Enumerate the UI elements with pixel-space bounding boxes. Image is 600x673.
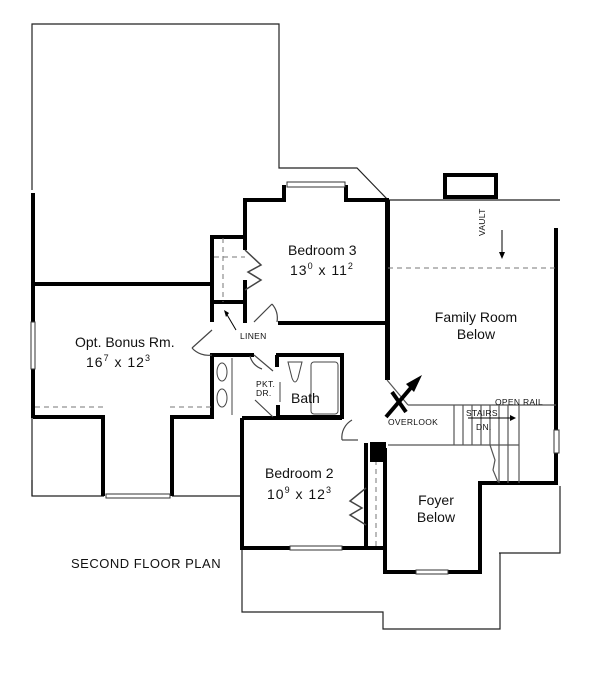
linen-label: LINEN [240, 331, 267, 341]
bedroom-3-dimensions: 130 x 112 [290, 261, 354, 278]
exterior-walls [31, 185, 558, 574]
dim-a-sup: 7 [103, 353, 110, 363]
dim-x: x [114, 354, 123, 370]
open-rail-label: OPEN RAIL [495, 397, 544, 407]
bedroom-3-label: Bedroom 3 [288, 242, 357, 258]
dim-a: 10 [267, 486, 285, 502]
dim-b: 11 [331, 262, 348, 278]
roof-outline [31, 23, 561, 630]
vault-label: VAULT [477, 208, 487, 236]
foyer-label: Foyer Below [411, 493, 461, 524]
bonus-room-label: Opt. Bonus Rm. [75, 334, 175, 350]
dim-x: x [318, 262, 327, 278]
overlook-label: OVERLOOK [388, 417, 439, 427]
closet-doors [244, 249, 367, 526]
family-room-line2: Below [456, 326, 496, 342]
foyer-line2: Below [416, 509, 456, 525]
pocket-door-label-2: DR. [256, 388, 272, 398]
overlook-arrow-icon [384, 375, 422, 419]
family-room-label: Family Room Below [431, 310, 521, 341]
bath-fixtures [216, 358, 339, 415]
family-room-line1: Family Room [434, 309, 518, 325]
post-column [370, 442, 386, 462]
stairs-label: STAIRS [466, 408, 498, 418]
stairs-down-label: DN. [476, 422, 492, 432]
dim-b: 12 [127, 354, 145, 370]
windows [30, 181, 560, 575]
dim-a: 16 [86, 354, 104, 370]
foyer-line1: Foyer [418, 492, 454, 508]
stairs-arrow-icon [468, 415, 516, 421]
chimney [443, 173, 498, 199]
door-swings [191, 303, 358, 441]
interior-walls [212, 280, 247, 323]
dim-b-sup: 3 [144, 353, 151, 363]
dim-a-sup: 0 [307, 261, 314, 271]
dim-b: 12 [308, 486, 326, 502]
dim-x: x [295, 486, 304, 502]
bedroom-2-dimensions: 109 x 123 [267, 485, 332, 502]
plan-title: SECOND FLOOR PLAN [71, 556, 222, 571]
bonus-room-dimensions: 167 x 123 [86, 353, 151, 370]
dim-b-sup: 3 [325, 485, 332, 495]
stairs [386, 379, 556, 483]
dim-b-sup: 2 [347, 261, 354, 271]
bedroom-2-label: Bedroom 2 [265, 465, 334, 481]
bath-label: Bath [291, 390, 320, 406]
dim-a-sup: 9 [284, 485, 291, 495]
pocket-door-label-1: PKT. [256, 379, 276, 389]
vault-arrow-icon [499, 230, 505, 259]
linen-arrow-icon [224, 310, 237, 331]
dim-a: 13 [290, 262, 308, 278]
dashed-lines [35, 238, 556, 546]
